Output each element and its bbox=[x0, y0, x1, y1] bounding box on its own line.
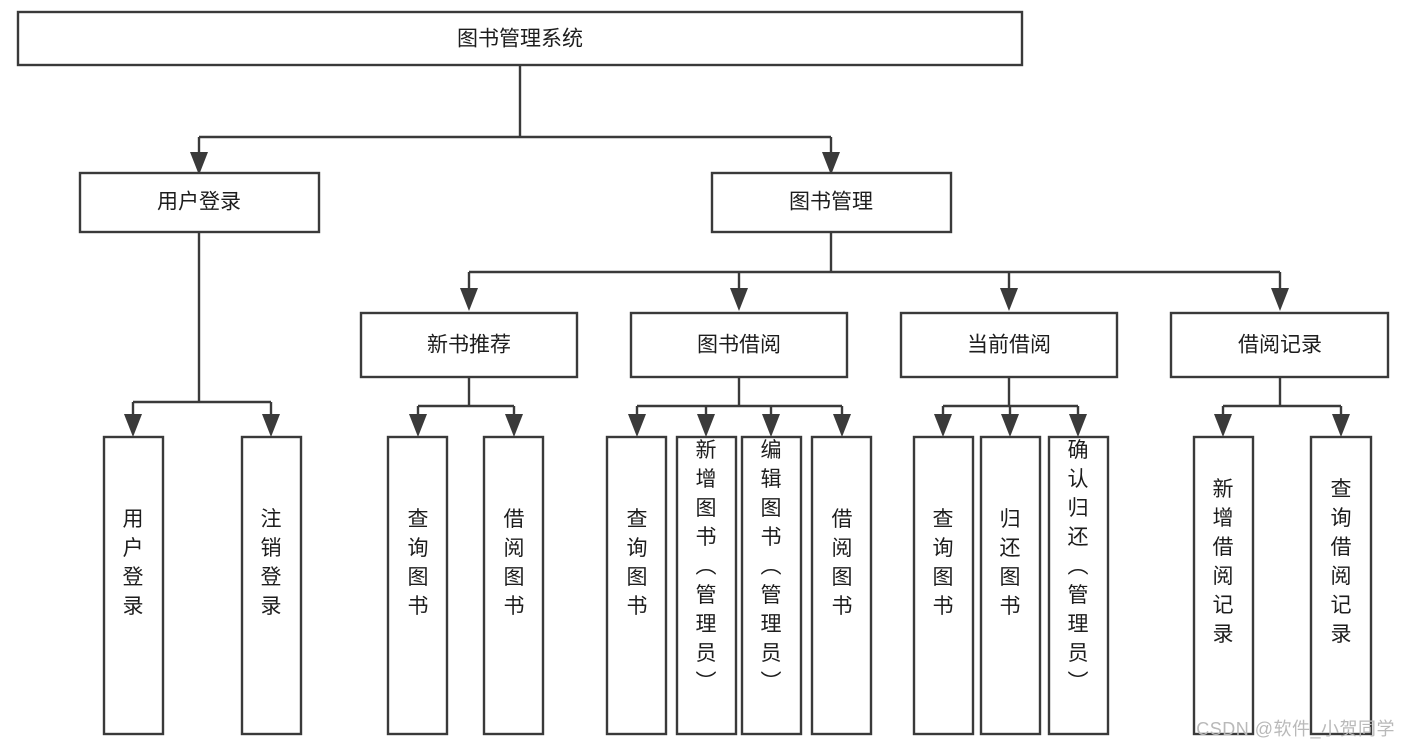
connector-user-login-to-leaves bbox=[124, 232, 280, 437]
connector-current-borrow-to-leaves bbox=[934, 377, 1087, 437]
arrow-icon bbox=[628, 414, 646, 437]
node-book-management[interactable]: 图书管理 bbox=[710, 171, 953, 234]
arrow-icon bbox=[833, 414, 851, 437]
node-label: 查询借阅记录 bbox=[1331, 478, 1352, 646]
arrow-icon bbox=[1069, 414, 1087, 437]
node-box bbox=[899, 311, 1119, 379]
node-box bbox=[16, 10, 1024, 67]
node-label: 新书推荐 bbox=[427, 334, 511, 357]
node-box bbox=[78, 171, 321, 234]
arrow-icon bbox=[697, 414, 715, 437]
connector-new-book-to-leaves bbox=[409, 377, 523, 437]
node-label: 用户登录 bbox=[157, 191, 241, 214]
node-leaf-confirm-return-admin[interactable]: 确认归还︵管理员︶ bbox=[1047, 435, 1110, 736]
arrow-icon bbox=[409, 414, 427, 437]
node-leaf-borrow-book[interactable]: 借阅图书 bbox=[810, 435, 873, 736]
node-leaf-add-borrow-record[interactable]: 新增借阅记录 bbox=[1192, 435, 1255, 736]
arrow-icon bbox=[730, 288, 748, 311]
node-label: 新增借阅记录 bbox=[1213, 478, 1234, 646]
node-current-borrow[interactable]: 当前借阅 bbox=[899, 311, 1119, 379]
node-label: 图书借阅 bbox=[697, 334, 781, 357]
node-box bbox=[979, 435, 1042, 736]
node-label: 借阅图书 bbox=[832, 508, 853, 618]
arrow-icon bbox=[934, 414, 952, 437]
arrow-icon bbox=[1214, 414, 1232, 437]
node-label: 查询图书 bbox=[408, 508, 429, 618]
node-box bbox=[359, 311, 579, 379]
node-leaf-borrow-book-recommend[interactable]: 借阅图书 bbox=[482, 435, 545, 736]
node-label: 当前借阅 bbox=[967, 334, 1051, 357]
arrow-icon bbox=[505, 414, 523, 437]
connector-borrow-record-to-leaves bbox=[1214, 377, 1350, 437]
node-label: 归还图书 bbox=[1000, 508, 1021, 618]
node-leaf-query-book[interactable]: 查询图书 bbox=[605, 435, 668, 736]
arrow-icon bbox=[190, 152, 208, 175]
node-box bbox=[629, 311, 849, 379]
node-label: 用户登录 bbox=[123, 508, 144, 618]
node-label: 编辑图书︵管理员︶ bbox=[761, 439, 782, 694]
node-borrow-record[interactable]: 借阅记录 bbox=[1169, 311, 1390, 379]
connector-root-to-level1 bbox=[190, 65, 840, 175]
arrow-icon bbox=[1000, 288, 1018, 311]
node-box bbox=[240, 435, 303, 736]
node-box bbox=[1169, 311, 1390, 379]
node-label: 图书管理系统 bbox=[457, 28, 583, 51]
node-new-book-recommend[interactable]: 新书推荐 bbox=[359, 311, 579, 379]
node-box bbox=[605, 435, 668, 736]
node-box bbox=[710, 171, 953, 234]
arrow-icon bbox=[822, 152, 840, 175]
node-label: 图书管理 bbox=[789, 191, 873, 214]
node-leaf-logout[interactable]: 注销登录 bbox=[240, 435, 303, 736]
arrow-icon bbox=[1001, 414, 1019, 437]
node-box bbox=[810, 435, 873, 736]
node-label: 查询图书 bbox=[627, 508, 648, 618]
node-label: 借阅图书 bbox=[504, 508, 525, 618]
arrow-icon bbox=[124, 414, 142, 437]
connector-book-mgmt-to-level2 bbox=[460, 232, 1289, 311]
node-box bbox=[675, 435, 738, 736]
node-label: 查询图书 bbox=[933, 508, 954, 618]
arrow-icon bbox=[1332, 414, 1350, 437]
node-box bbox=[102, 435, 165, 736]
node-leaf-query-borrow-record[interactable]: 查询借阅记录 bbox=[1309, 435, 1373, 736]
node-leaf-user-login[interactable]: 用户登录 bbox=[102, 435, 165, 736]
node-user-login[interactable]: 用户登录 bbox=[78, 171, 321, 234]
node-box bbox=[912, 435, 975, 736]
node-label: 借阅记录 bbox=[1238, 334, 1322, 357]
arrow-icon bbox=[262, 414, 280, 437]
node-box bbox=[482, 435, 545, 736]
node-book-borrow[interactable]: 图书借阅 bbox=[629, 311, 849, 379]
node-box bbox=[1309, 435, 1373, 736]
node-label: 确认归还︵管理员︶ bbox=[1068, 439, 1089, 694]
arrow-icon bbox=[762, 414, 780, 437]
node-box bbox=[1047, 435, 1110, 736]
node-leaf-add-book-admin[interactable]: 新增图书︵管理员︶ bbox=[675, 435, 738, 736]
node-box bbox=[1192, 435, 1255, 736]
node-label: 注销登录 bbox=[261, 508, 282, 618]
node-leaf-query-book-current[interactable]: 查询图书 bbox=[912, 435, 975, 736]
node-box bbox=[386, 435, 449, 736]
node-leaf-query-book-recommend[interactable]: 查询图书 bbox=[386, 435, 449, 736]
node-label: 新增图书︵管理员︶ bbox=[696, 439, 717, 694]
node-leaf-return-book[interactable]: 归还图书 bbox=[979, 435, 1042, 736]
node-box bbox=[740, 435, 803, 736]
arrow-icon bbox=[1271, 288, 1289, 311]
node-root-system[interactable]: 图书管理系统 bbox=[16, 10, 1024, 67]
connector-book-borrow-to-leaves bbox=[628, 377, 851, 437]
node-leaf-edit-book-admin[interactable]: 编辑图书︵管理员︶ bbox=[740, 435, 803, 736]
arrow-icon bbox=[460, 288, 478, 311]
